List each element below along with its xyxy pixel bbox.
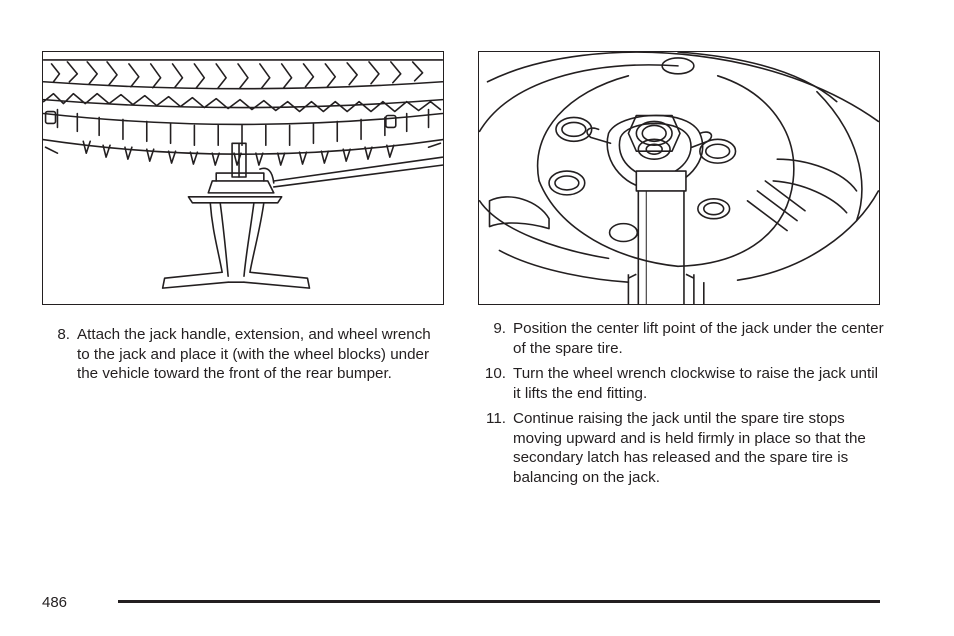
step-text: Attach the jack handle, extension, and w…	[77, 326, 431, 382]
instruction-list-left: 8. Attach the jack handle, extension, an…	[42, 325, 442, 390]
step-number: 9.	[493, 320, 506, 337]
step-number: 8.	[57, 326, 70, 343]
page-number: 486	[42, 594, 68, 611]
figure-jack-under-tire	[42, 51, 444, 305]
step-text: Position the center lift point of the ja…	[513, 320, 884, 357]
instruction-step: 8. Attach the jack handle, extension, an…	[42, 325, 442, 384]
step-text: Continue raising the jack until the spar…	[513, 410, 866, 486]
step-number: 10.	[484, 365, 506, 382]
spare-tire-icon	[43, 59, 443, 289]
wheel-hub-icon	[479, 52, 879, 304]
footer-rule	[118, 600, 880, 603]
instruction-step: 11. Continue raising the jack until the …	[478, 409, 888, 487]
jack-shaft-icon	[627, 170, 705, 304]
instruction-step: 10. Turn the wheel wrench clockwise to r…	[478, 364, 888, 403]
instruction-step: 9. Position the center lift point of the…	[478, 319, 888, 358]
step-number: 11.	[486, 410, 506, 427]
figure-jack-centered-on-wheel	[478, 51, 880, 305]
instruction-list-right: 9. Position the center lift point of the…	[478, 319, 888, 493]
jack-icon	[161, 142, 443, 289]
step-text: Turn the wheel wrench clockwise to raise…	[513, 365, 878, 402]
